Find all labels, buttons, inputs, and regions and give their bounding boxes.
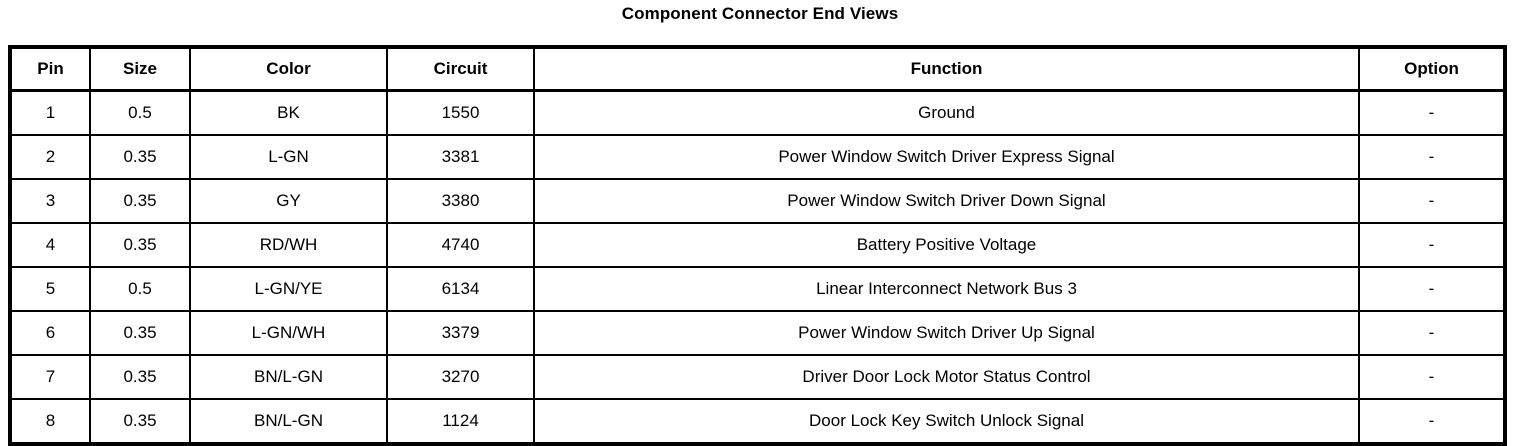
cell-circuit: 6134 — [386, 266, 535, 312]
cell-pin: 4 — [9, 222, 91, 268]
cell-color: BN/L-GN — [189, 354, 388, 400]
cell-color: GY — [189, 178, 388, 224]
cell-pin: 5 — [9, 266, 91, 312]
cell-function: Ground — [533, 89, 1360, 136]
cell-option: - — [1358, 354, 1506, 400]
cell-circuit: 1124 — [386, 398, 535, 445]
table-header: Pin Size Color Circuit Function Option — [9, 46, 1506, 92]
cell-pin: 7 — [9, 354, 91, 400]
cell-size: 0.35 — [89, 310, 191, 356]
column-header-pin: Pin — [9, 46, 91, 92]
table-header-row: Pin Size Color Circuit Function Option — [9, 46, 1506, 92]
column-header-size: Size — [89, 46, 191, 92]
cell-pin: 3 — [9, 178, 91, 224]
cell-option: - — [1358, 398, 1506, 445]
cell-option: - — [1358, 266, 1506, 312]
cell-size: 0.5 — [89, 266, 191, 312]
column-header-color: Color — [189, 46, 388, 92]
cell-size: 0.35 — [89, 134, 191, 180]
cell-pin: 2 — [9, 134, 91, 180]
cell-option: - — [1358, 310, 1506, 356]
cell-option: - — [1358, 222, 1506, 268]
cell-size: 0.35 — [89, 222, 191, 268]
cell-pin: 6 — [9, 310, 91, 356]
cell-size: 0.35 — [89, 354, 191, 400]
cell-color: L-GN/YE — [189, 266, 388, 312]
cell-circuit: 3381 — [386, 134, 535, 180]
cell-option: - — [1358, 178, 1506, 224]
cell-color: L-GN — [189, 134, 388, 180]
cell-circuit: 1550 — [386, 89, 535, 136]
cell-option: - — [1358, 89, 1506, 136]
connector-pinout-table: Pin Size Color Circuit Function Option 1… — [8, 45, 1507, 446]
cell-size: 0.35 — [89, 398, 191, 445]
cell-circuit: 3379 — [386, 310, 535, 356]
cell-color: BN/L-GN — [189, 398, 388, 445]
column-header-function: Function — [533, 46, 1360, 92]
cell-function: Driver Door Lock Motor Status Control — [533, 354, 1360, 400]
cell-size: 0.35 — [89, 178, 191, 224]
cell-function: Power Window Switch Driver Down Signal — [533, 178, 1360, 224]
cell-function: Linear Interconnect Network Bus 3 — [533, 266, 1360, 312]
cell-function: Door Lock Key Switch Unlock Signal — [533, 398, 1360, 445]
cell-pin: 1 — [9, 89, 91, 136]
cell-color: BK — [189, 89, 388, 136]
cell-circuit: 3380 — [386, 178, 535, 224]
cell-color: L-GN/WH — [189, 310, 388, 356]
cell-function: Power Window Switch Driver Up Signal — [533, 310, 1360, 356]
column-header-circuit: Circuit — [386, 46, 535, 92]
cell-circuit: 4740 — [386, 222, 535, 268]
cell-function: Power Window Switch Driver Express Signa… — [533, 134, 1360, 180]
page-title: Component Connector End Views — [621, 4, 899, 23]
cell-color: RD/WH — [189, 222, 388, 268]
cell-circuit: 3270 — [386, 354, 535, 400]
connector-pinout-table-wrap: Pin Size Color Circuit Function Option 1… — [8, 45, 1507, 446]
cell-function: Battery Positive Voltage — [533, 222, 1360, 268]
cell-size: 0.5 — [89, 89, 191, 136]
column-header-option: Option — [1358, 46, 1506, 92]
cell-pin: 8 — [9, 398, 91, 445]
cell-option: - — [1358, 134, 1506, 180]
